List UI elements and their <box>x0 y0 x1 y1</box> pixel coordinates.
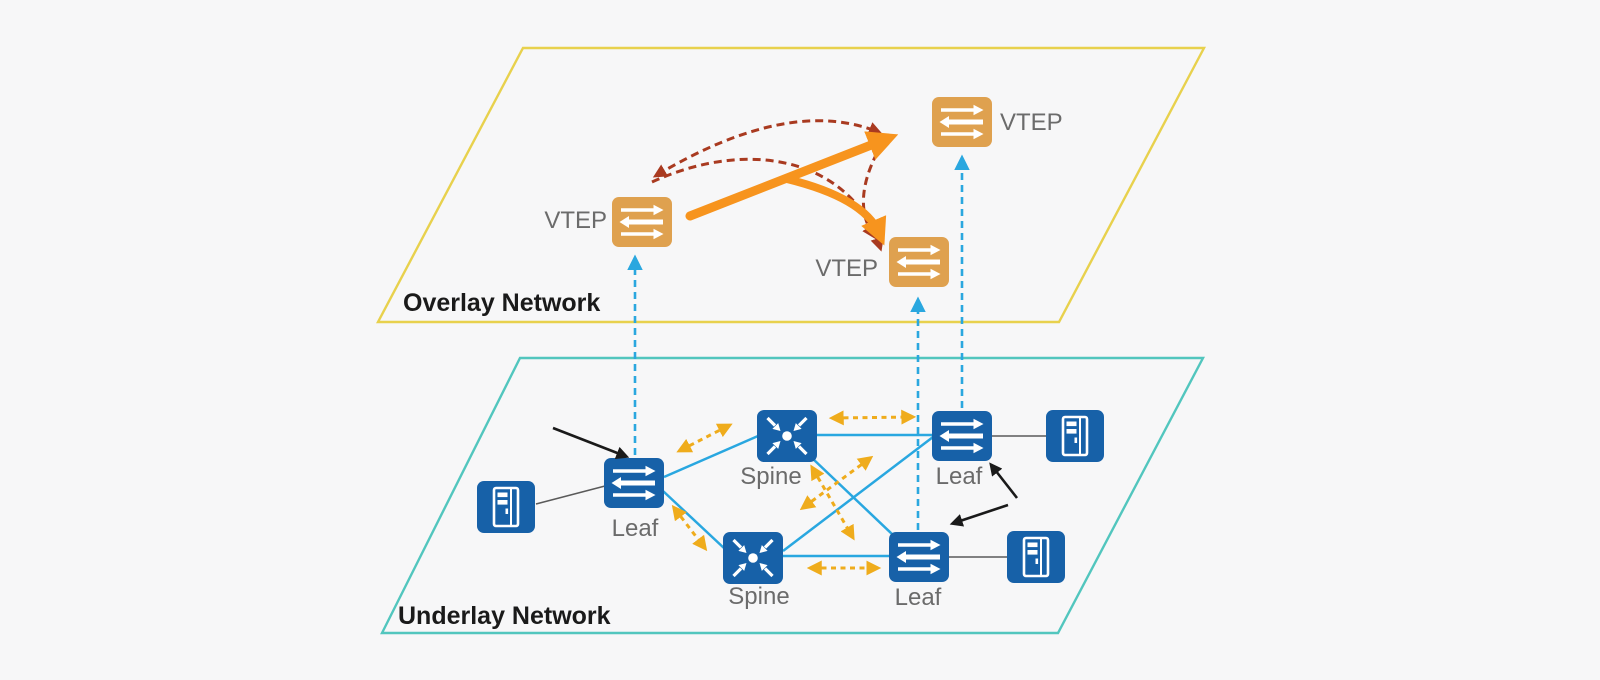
pointer-arrow-leaf-top-right <box>989 462 1019 499</box>
device-icons <box>477 97 1104 584</box>
gold-arrow-spineT-leafBR <box>810 464 855 541</box>
spine-router-icon-bottom <box>723 532 783 584</box>
link-spineT-leafBR <box>811 457 893 535</box>
vtep-leaf-tunnel-links <box>627 154 970 530</box>
server-icon-bottom-right <box>1007 531 1065 583</box>
leaf-switch-icon-top-right <box>932 411 992 461</box>
gold-arrow-spineB-leafTR <box>799 455 874 511</box>
leaf-left-label: Leaf <box>612 515 659 542</box>
dashed-tunnel-arrow-top <box>652 119 883 178</box>
spine-bottom-label: Spine <box>728 583 789 610</box>
underlay-network-label: Underlay Network <box>398 602 611 630</box>
link-leafL-spineT <box>663 434 759 479</box>
vtep-switch-icon-right <box>932 97 992 147</box>
vtep-left-label: VTEP <box>544 207 607 234</box>
vtep-right-label: VTEP <box>1000 109 1063 136</box>
thick-tunnel-arrow-branch <box>783 175 887 246</box>
underlay-plane-border <box>380 356 1205 635</box>
spine-top-label: Spine <box>740 463 801 490</box>
gold-arrow-leafL-spineT <box>676 423 733 453</box>
link-leafL-spineB <box>662 490 726 550</box>
leaf-switch-icon-bottom-right <box>889 532 949 582</box>
spine-router-icon-top <box>757 410 817 462</box>
leaf-bottom-right-label: Leaf <box>895 584 942 611</box>
server-icon-top-right <box>1046 410 1104 462</box>
pointer-arrows <box>552 426 1019 527</box>
leaf-switch-icon-left <box>604 458 664 508</box>
vtep-switch-icon-middle <box>889 237 949 287</box>
overlay-network-label: Overlay Network <box>403 289 600 317</box>
server-icon-left <box>477 481 535 533</box>
link-serverL-leafL <box>535 485 606 505</box>
pointer-arrow-leaf-bottom-right <box>949 503 1009 527</box>
underlay-routing-arrows <box>671 409 917 576</box>
leaf-top-right-label: Leaf <box>936 463 983 490</box>
labels: Overlay Network Underlay Network VTEP VT… <box>398 109 1063 630</box>
vtep-middle-label: VTEP <box>815 255 878 282</box>
overlay-plane-border <box>376 46 1206 324</box>
overlay-tunnel-arrows <box>651 119 899 252</box>
server-links <box>535 435 1047 558</box>
vtep-switch-icon-left <box>612 197 672 247</box>
pointer-arrow-leaf-left <box>552 426 630 459</box>
gold-arrow-spineT-leafTR <box>828 409 917 426</box>
gold-arrow-leafL-spineB <box>671 504 708 552</box>
